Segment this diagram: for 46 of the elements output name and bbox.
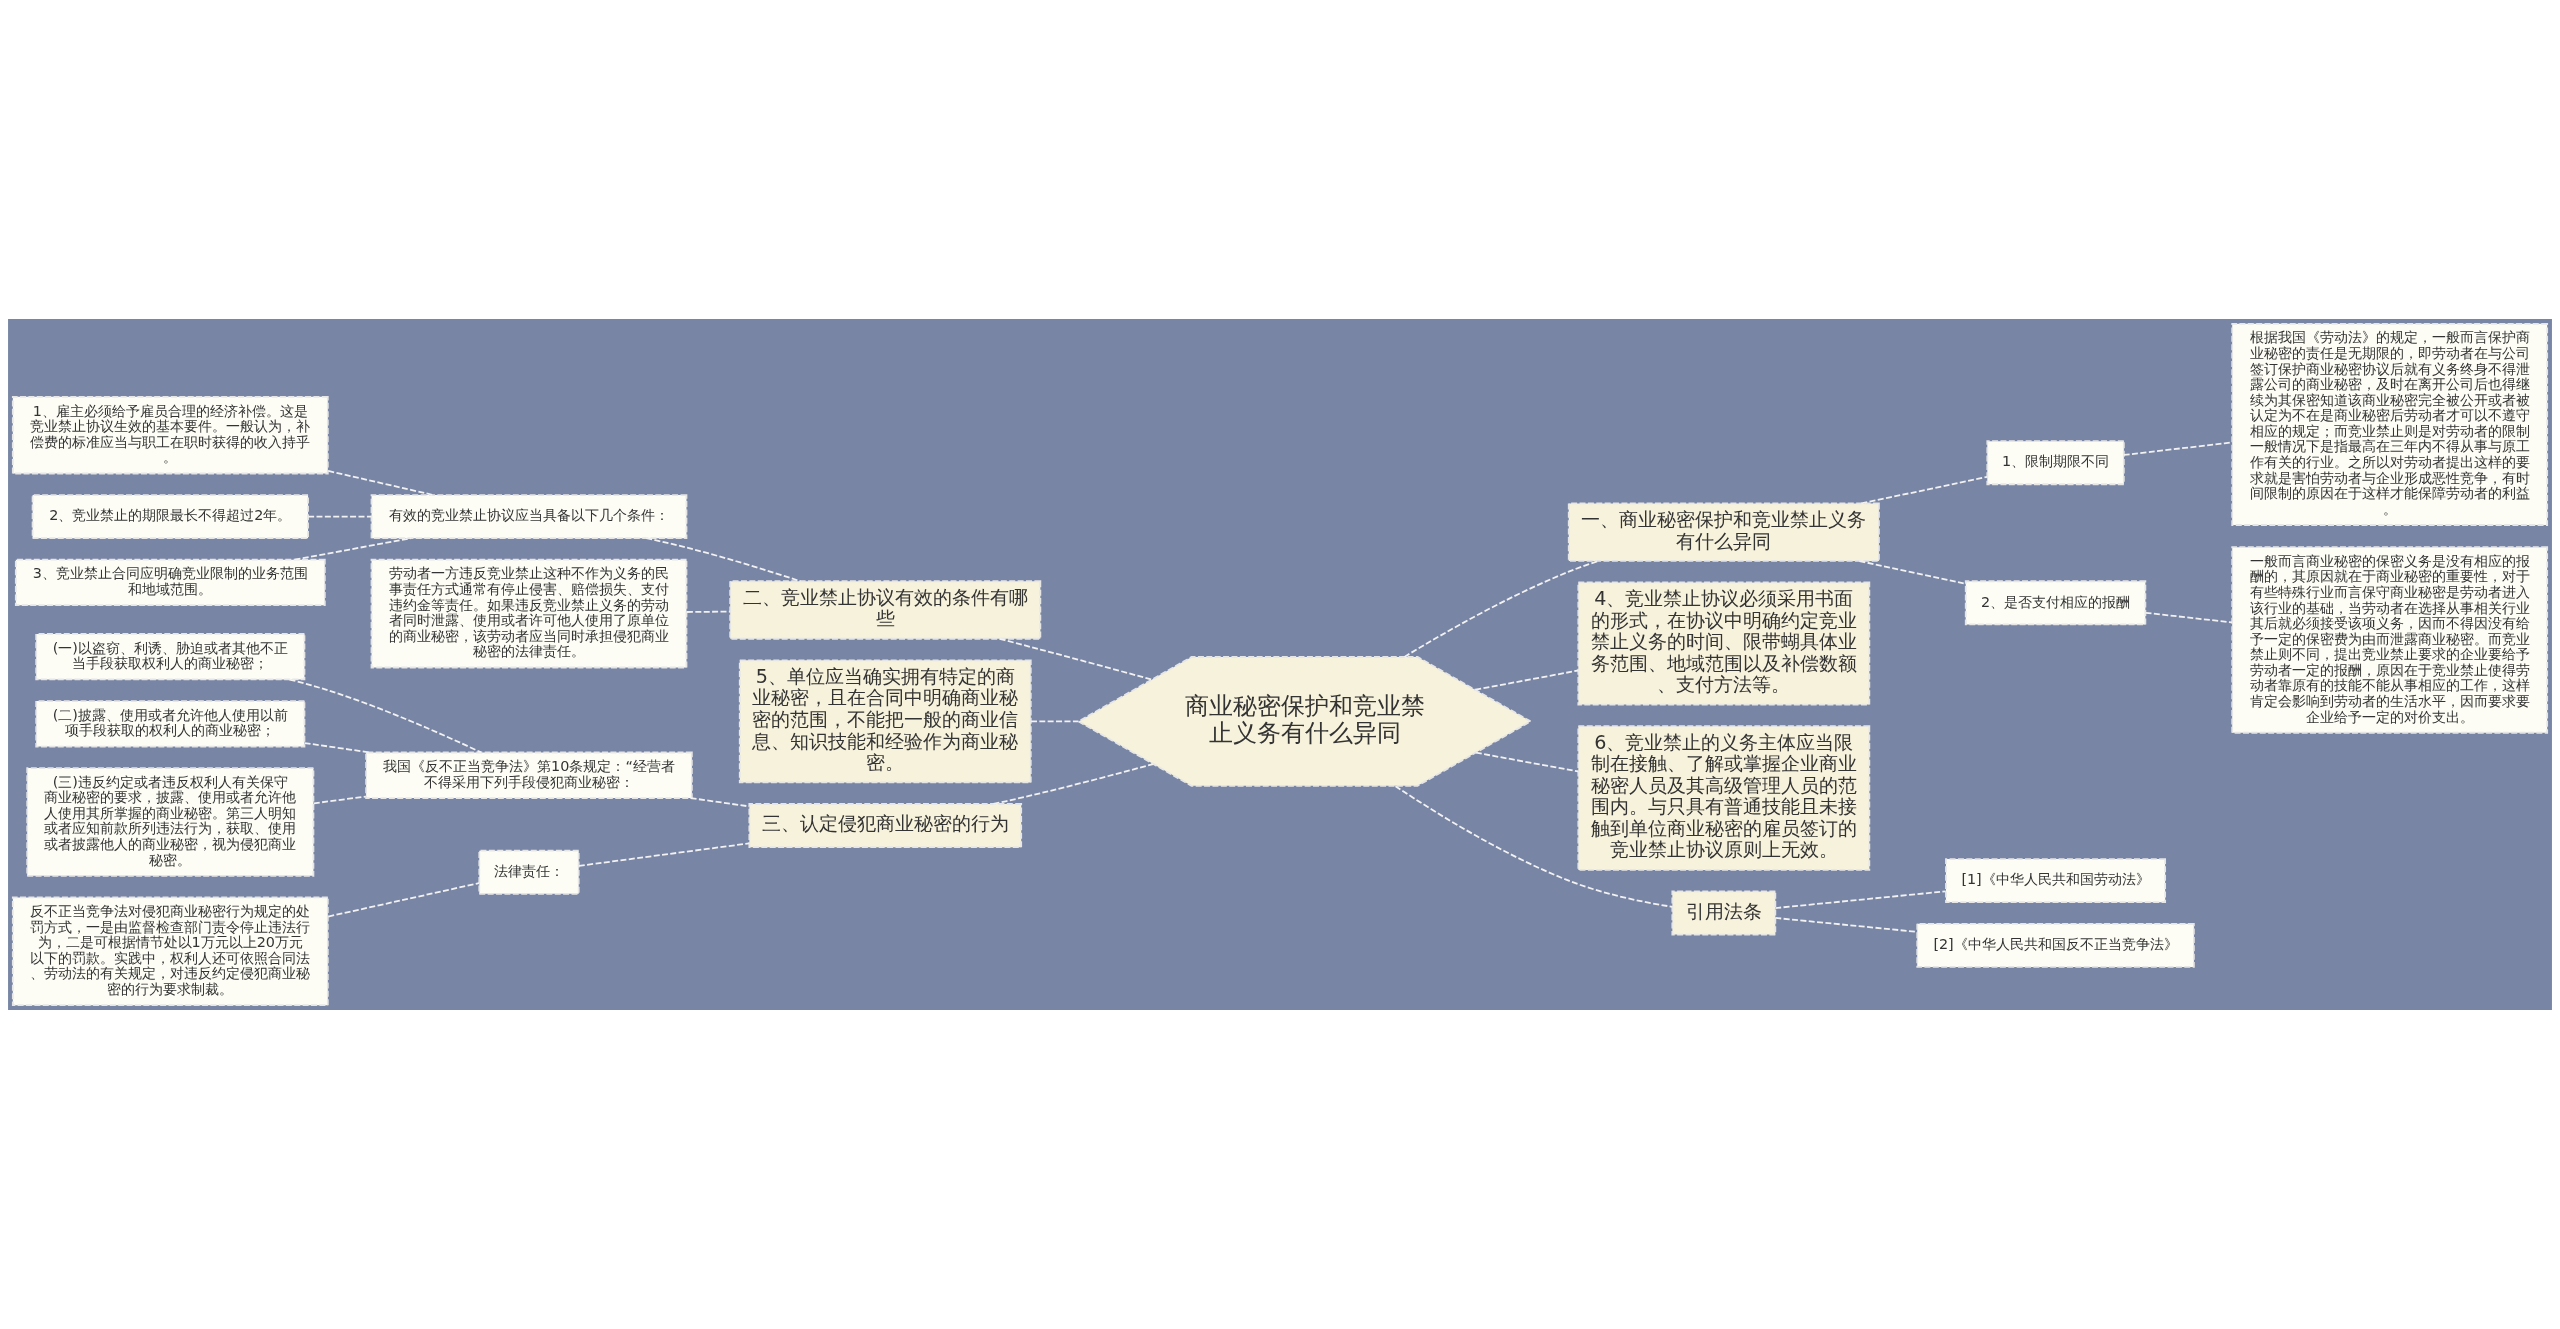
node-box: [1]《中华人民共和国劳动法》 [1945,858,2167,904]
node-box: 三、认定侵犯商业秘密的行为 [748,803,1023,849]
connector [1403,560,1600,658]
connector [1774,890,1947,909]
node-box: 法律责任： [478,849,580,895]
node-box: (三)违反约定或者违反权利人有关保守商业秘密的要求，披露、使用或者允许他人使用其所掌握的商业秘密。第三人明知或者应知前款所列违法行为，获取、使用或者披露他人的商业秘密，视为侵犯商业秘密。 [26,767,315,877]
node-box: 3、竞业禁止合同应明确竞业限制的业务范围和地域范围。 [14,558,326,607]
connector [1030,720,1080,723]
connector [1858,560,1967,585]
node-box: [2]《中华人民共和国反不正当竞争法》 [1916,922,2195,968]
connector [1475,751,1579,773]
connector [2144,611,2233,624]
connector [307,515,373,518]
node-box: (一)以盗窃、利诱、胁迫或者其他不正当手段获取权利人的商业秘密； [35,633,306,681]
connector [1394,785,1674,908]
node-box: 2、是否支付相应的报酬 [1964,580,2147,626]
node-box: (二)披露、使用或者允许他人使用以前项手段获取的权利人的商业秘密； [35,700,306,748]
connector [327,882,481,918]
connector [303,742,372,754]
node-box: 1、限制期限不同 [1986,440,2125,486]
node-box: 有效的竞业禁止协议应当具备以下几个条件： [370,494,688,540]
connector [578,842,751,867]
connector [312,795,367,805]
connector [327,470,435,496]
node-box: 一、商业秘密保护和竞业禁止义务有什么异同 [1567,502,1880,562]
node-box: 我国《反不正当竞争法》第10条规定：“经营者不得采用下列手段侵犯商业秘密： [365,751,693,799]
connector [992,763,1155,805]
connector [998,637,1153,681]
node-box: 5、单位应当确实拥有特定的商业秘密，且在合同中明确商业秘密的范围，不能把一般的商业信息、知识技能和经验作为商业秘密。 [738,659,1032,784]
node-box: 1、雇主必须给予雇员合理的经济补偿。这是竞业禁止协议生效的基本要件。一般认为，补偿费的标准应当与职工在职时获得的收入持乎。 [11,395,329,475]
node-box: 劳动者一方违反竞业禁止这种不作为义务的民事责任方式通常有停止侵害、赔偿损失、支付违约金等责任。如果违反竞业禁止义务的劳动者同时泄露、使用或者许可他人使用了原单位的商业秘密，该劳动者应当同时承担侵犯商业秘密的法律责任。 [370,558,688,669]
connector [293,537,412,561]
node-box: 引用法条 [1671,890,1777,936]
node-box: 反不正当竞争法对侵犯商业秘密行为规定的处罚方式，一是由监督检查部门责令停止违法行为，二是可根据情节处以1万元以上20万元以下的罚款。实践中，权利人还可依照合同法、劳动法的有关规定，对违反约定侵犯商业秘密的行为要求制裁。 [11,896,329,1007]
node-box: 4、竞业禁止协议必须采用书面的形式，在协议中明确约定竞业禁止义务的时间、限带蝴具体业务范围、地域范围以及补偿数额、支付方法等。 [1577,581,1871,706]
connector [645,537,802,583]
connector [686,610,731,613]
node-box: 2、竞业禁止的期限最长不得超过2年。 [31,494,309,540]
node-box: 一般而言商业秘密的保密义务是没有相应的报酬的，其原因就在于商业秘密的重要性，对于有些特殊行业而言保守商业秘密是劳动者进入该行业的基础，当劳动者在选择从事相关行业其后就必须接受该项义务，因而不得因没有给予一定的保密费为由而泄露商业秘密。而竞业禁止则不同，提出竞业禁止要求的企业要给予劳动者一定的报酬，原因在于竞业禁止使得劳动者靠原有的技能不能从事相应的工作，这样肯定会影响到劳动者的生活水平，因而要求要企业给予一定的对价支出。 [2231,546,2549,734]
node-box: 二、竞业禁止协议有效的条件有哪些 [729,580,1042,640]
connector [1474,669,1580,691]
connector [2123,441,2233,456]
connector [288,678,482,754]
node-box: 根据我国《劳动法》的规定，一般而言保护商业秘密的责任是无期限的，即劳动者在与公司签订保护商业秘密协议后就有义务终身不得泄露公司的商业秘密，及时在离开公司后也得继续为其保密知道该商业秘密完全被公开或者被认定为不在是商业秘密后劳动者才可以不遵守相应的规定；而竞业禁止则是对劳动者的限制一般情况下是指最高在三年内不得从事与原工作有关的行业。之所以对劳动者提出这样的要求就是害怕劳动者与企业形成恶性竞争，有时间限制的原因在于这样才能保障劳动者的利益。 [2231,322,2549,526]
connector [1860,476,1988,505]
node-box: 6、竞业禁止的义务主体应当限制在接触、了解或掌握企业商业秘密人员及其高级管理人员的范围内。与只具有普通技能且未接触到单位商业秘密的雇员签订的竞业禁止协议原则上无效。 [1577,725,1871,871]
